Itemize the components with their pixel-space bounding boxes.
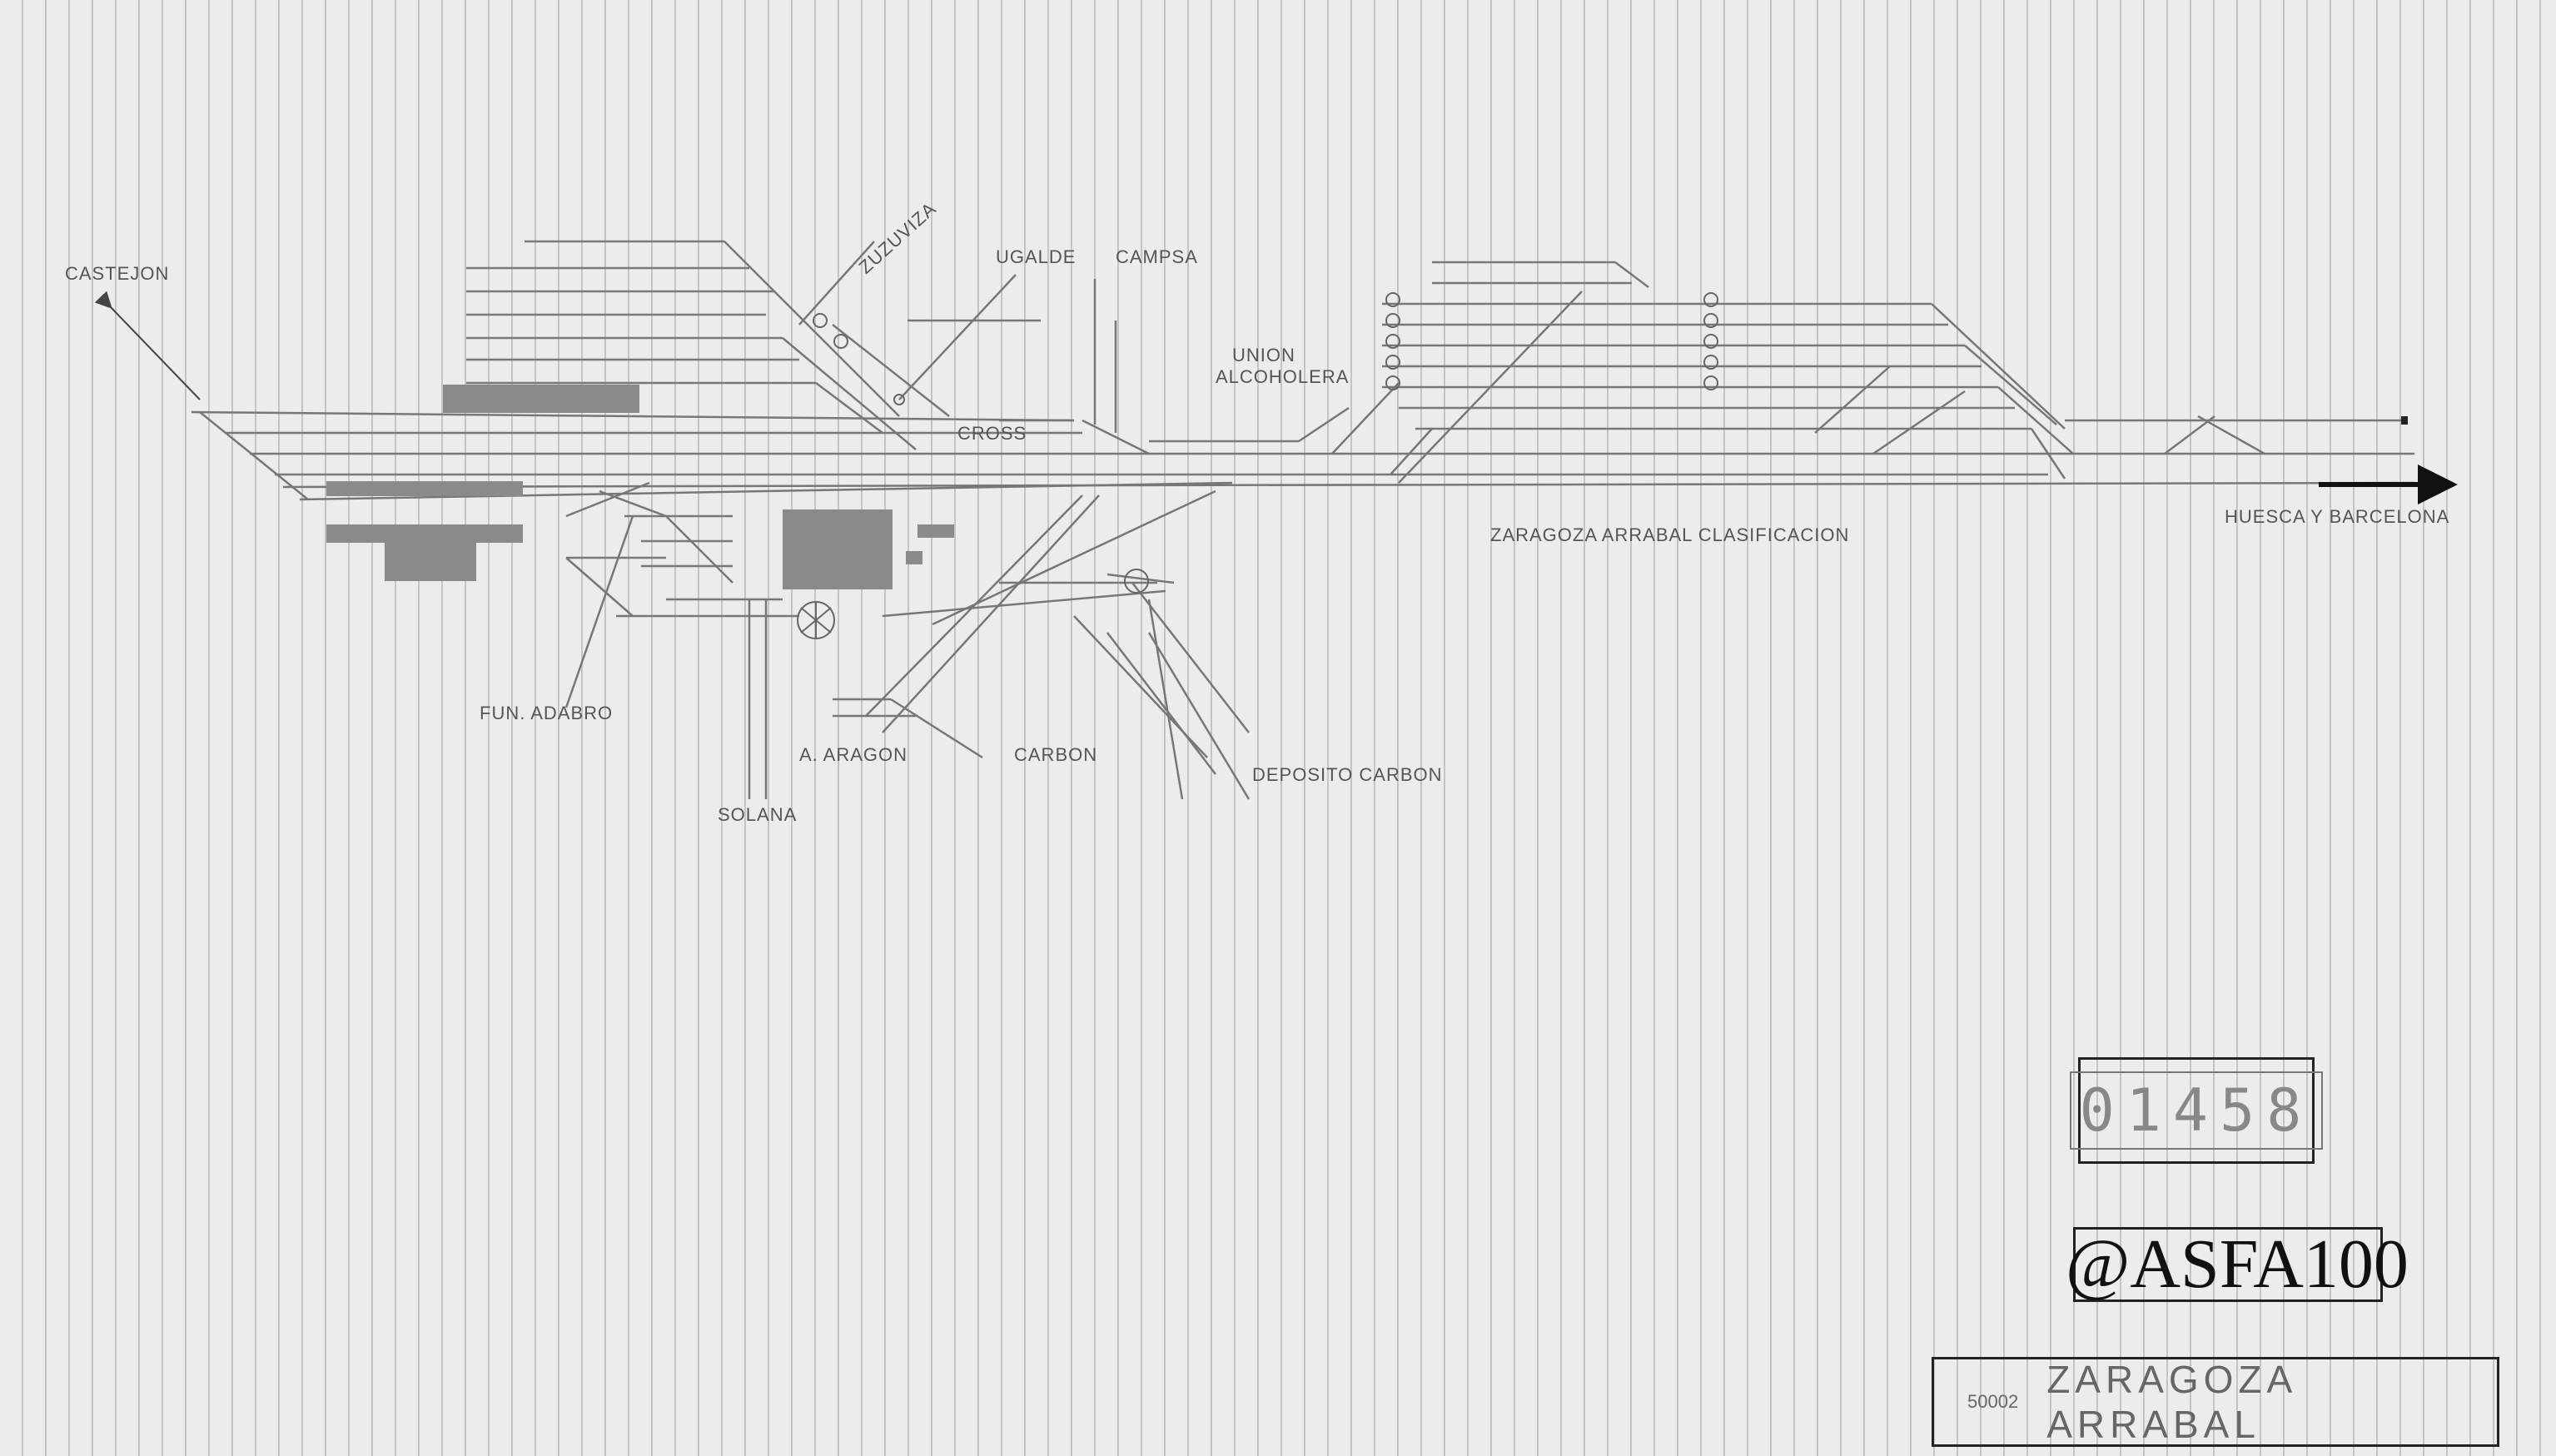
place-labels: CASTEJON ZUZUVIZA UGALDE CAMPSA UNION AL… bbox=[65, 198, 2449, 825]
watermark: @ASFA100 bbox=[2066, 1225, 2409, 1303]
castejon-arrow bbox=[94, 291, 201, 400]
label-union: UNION bbox=[1232, 345, 1295, 365]
station-name: ZARAGOZA ARRABAL bbox=[2046, 1358, 2295, 1446]
document-code-box: 01458 bbox=[2069, 1057, 2324, 1164]
track-end-marker bbox=[2401, 416, 2408, 425]
label-castejon: CASTEJON bbox=[65, 263, 169, 284]
station-title-box: 50002 ZARAGOZA ARRABAL bbox=[1932, 1357, 2499, 1447]
label-solana: SOLANA bbox=[718, 804, 797, 825]
label-ugalde: UGALDE bbox=[996, 246, 1076, 267]
label-carbon: CARBON bbox=[1014, 744, 1097, 765]
label-deposito: DEPOSITO CARBON bbox=[1252, 764, 1443, 785]
track-lines bbox=[191, 240, 2415, 800]
label-zuzuviza: ZUZUVIZA bbox=[855, 198, 941, 278]
building-blocks bbox=[326, 385, 954, 589]
label-fun-adabro: FUN. ADABRO bbox=[480, 703, 613, 723]
signal-circles bbox=[797, 292, 1718, 639]
label-cross: CROSS bbox=[957, 423, 1027, 444]
label-alcoholera: ALCOHOLERA bbox=[1216, 366, 1349, 387]
label-campsa: CAMPSA bbox=[1116, 246, 1198, 267]
document-code: 01458 bbox=[2069, 1071, 2324, 1150]
label-a-aragon: A. ARAGON bbox=[799, 744, 908, 765]
label-clasificacion: ZARAGOZA ARRABAL CLASIFICACION bbox=[1490, 524, 1849, 545]
station-id: 50002 bbox=[1967, 1391, 2019, 1412]
label-huesca: HUESCA Y BARCELONA bbox=[2225, 506, 2449, 527]
